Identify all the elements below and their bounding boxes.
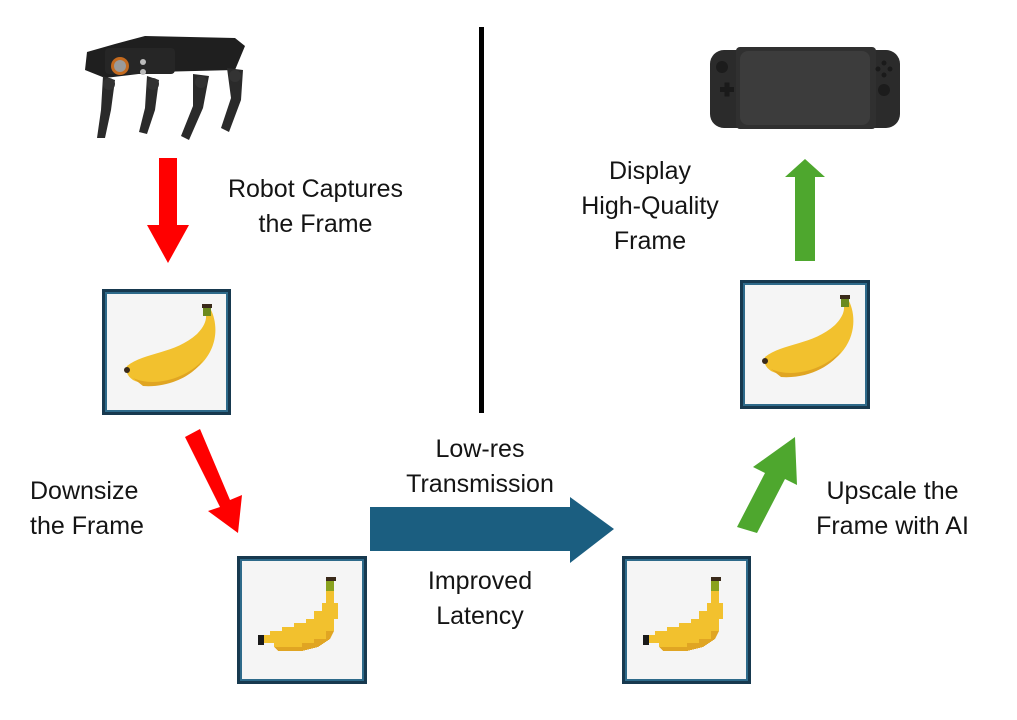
upscale-label-line2: Frame with AI: [816, 512, 969, 540]
transmission-label-line2: Transmission: [406, 470, 554, 498]
capture-label-line1: Robot Captures: [227, 175, 404, 203]
capture-label: Robot Captures the Frame: [208, 172, 423, 242]
quadruped-robot-icon: [85, 36, 245, 140]
capture-label-line2: the Frame: [258, 210, 373, 238]
banana-image-icon: [762, 295, 854, 378]
upscale-label-line1: Upscale the: [826, 477, 959, 505]
received-frame: [622, 556, 751, 684]
downsize-label-line1: Downsize: [30, 477, 139, 505]
latency-label-line1: Improved: [427, 567, 533, 595]
display-arrow-up: [785, 159, 825, 261]
display-label: Display High-Quality Frame: [555, 154, 745, 259]
upscale-label: Upscale the Frame with AI: [800, 474, 985, 544]
downsized-frame: [237, 556, 367, 684]
display-label-line2: High-Quality: [581, 192, 719, 220]
divider-line: [479, 27, 484, 413]
banana-image-icon: [124, 304, 216, 387]
handheld-console-icon: [710, 47, 900, 129]
upscaled-frame: [740, 280, 870, 409]
latency-label-line2: Latency: [436, 602, 524, 630]
capture-arrow-down: [147, 158, 189, 263]
transmission-arrow: [370, 497, 614, 563]
pixelated-banana-image-icon: [258, 577, 338, 651]
transmission-label-line1: Low-res: [435, 435, 525, 463]
downsize-arrow: [185, 429, 242, 533]
downsize-label-line2: the Frame: [30, 512, 144, 540]
display-label-line1: Display: [609, 157, 691, 185]
downsize-label: Downsize the Frame: [30, 474, 170, 544]
original-frame: [102, 289, 231, 415]
upscale-arrow: [737, 437, 797, 533]
transmission-label: Low-res Transmission: [380, 432, 580, 502]
pixelated-banana-image-icon: [643, 577, 723, 651]
display-label-line3: Frame: [613, 227, 687, 255]
latency-label: Improved Latency: [380, 564, 580, 634]
